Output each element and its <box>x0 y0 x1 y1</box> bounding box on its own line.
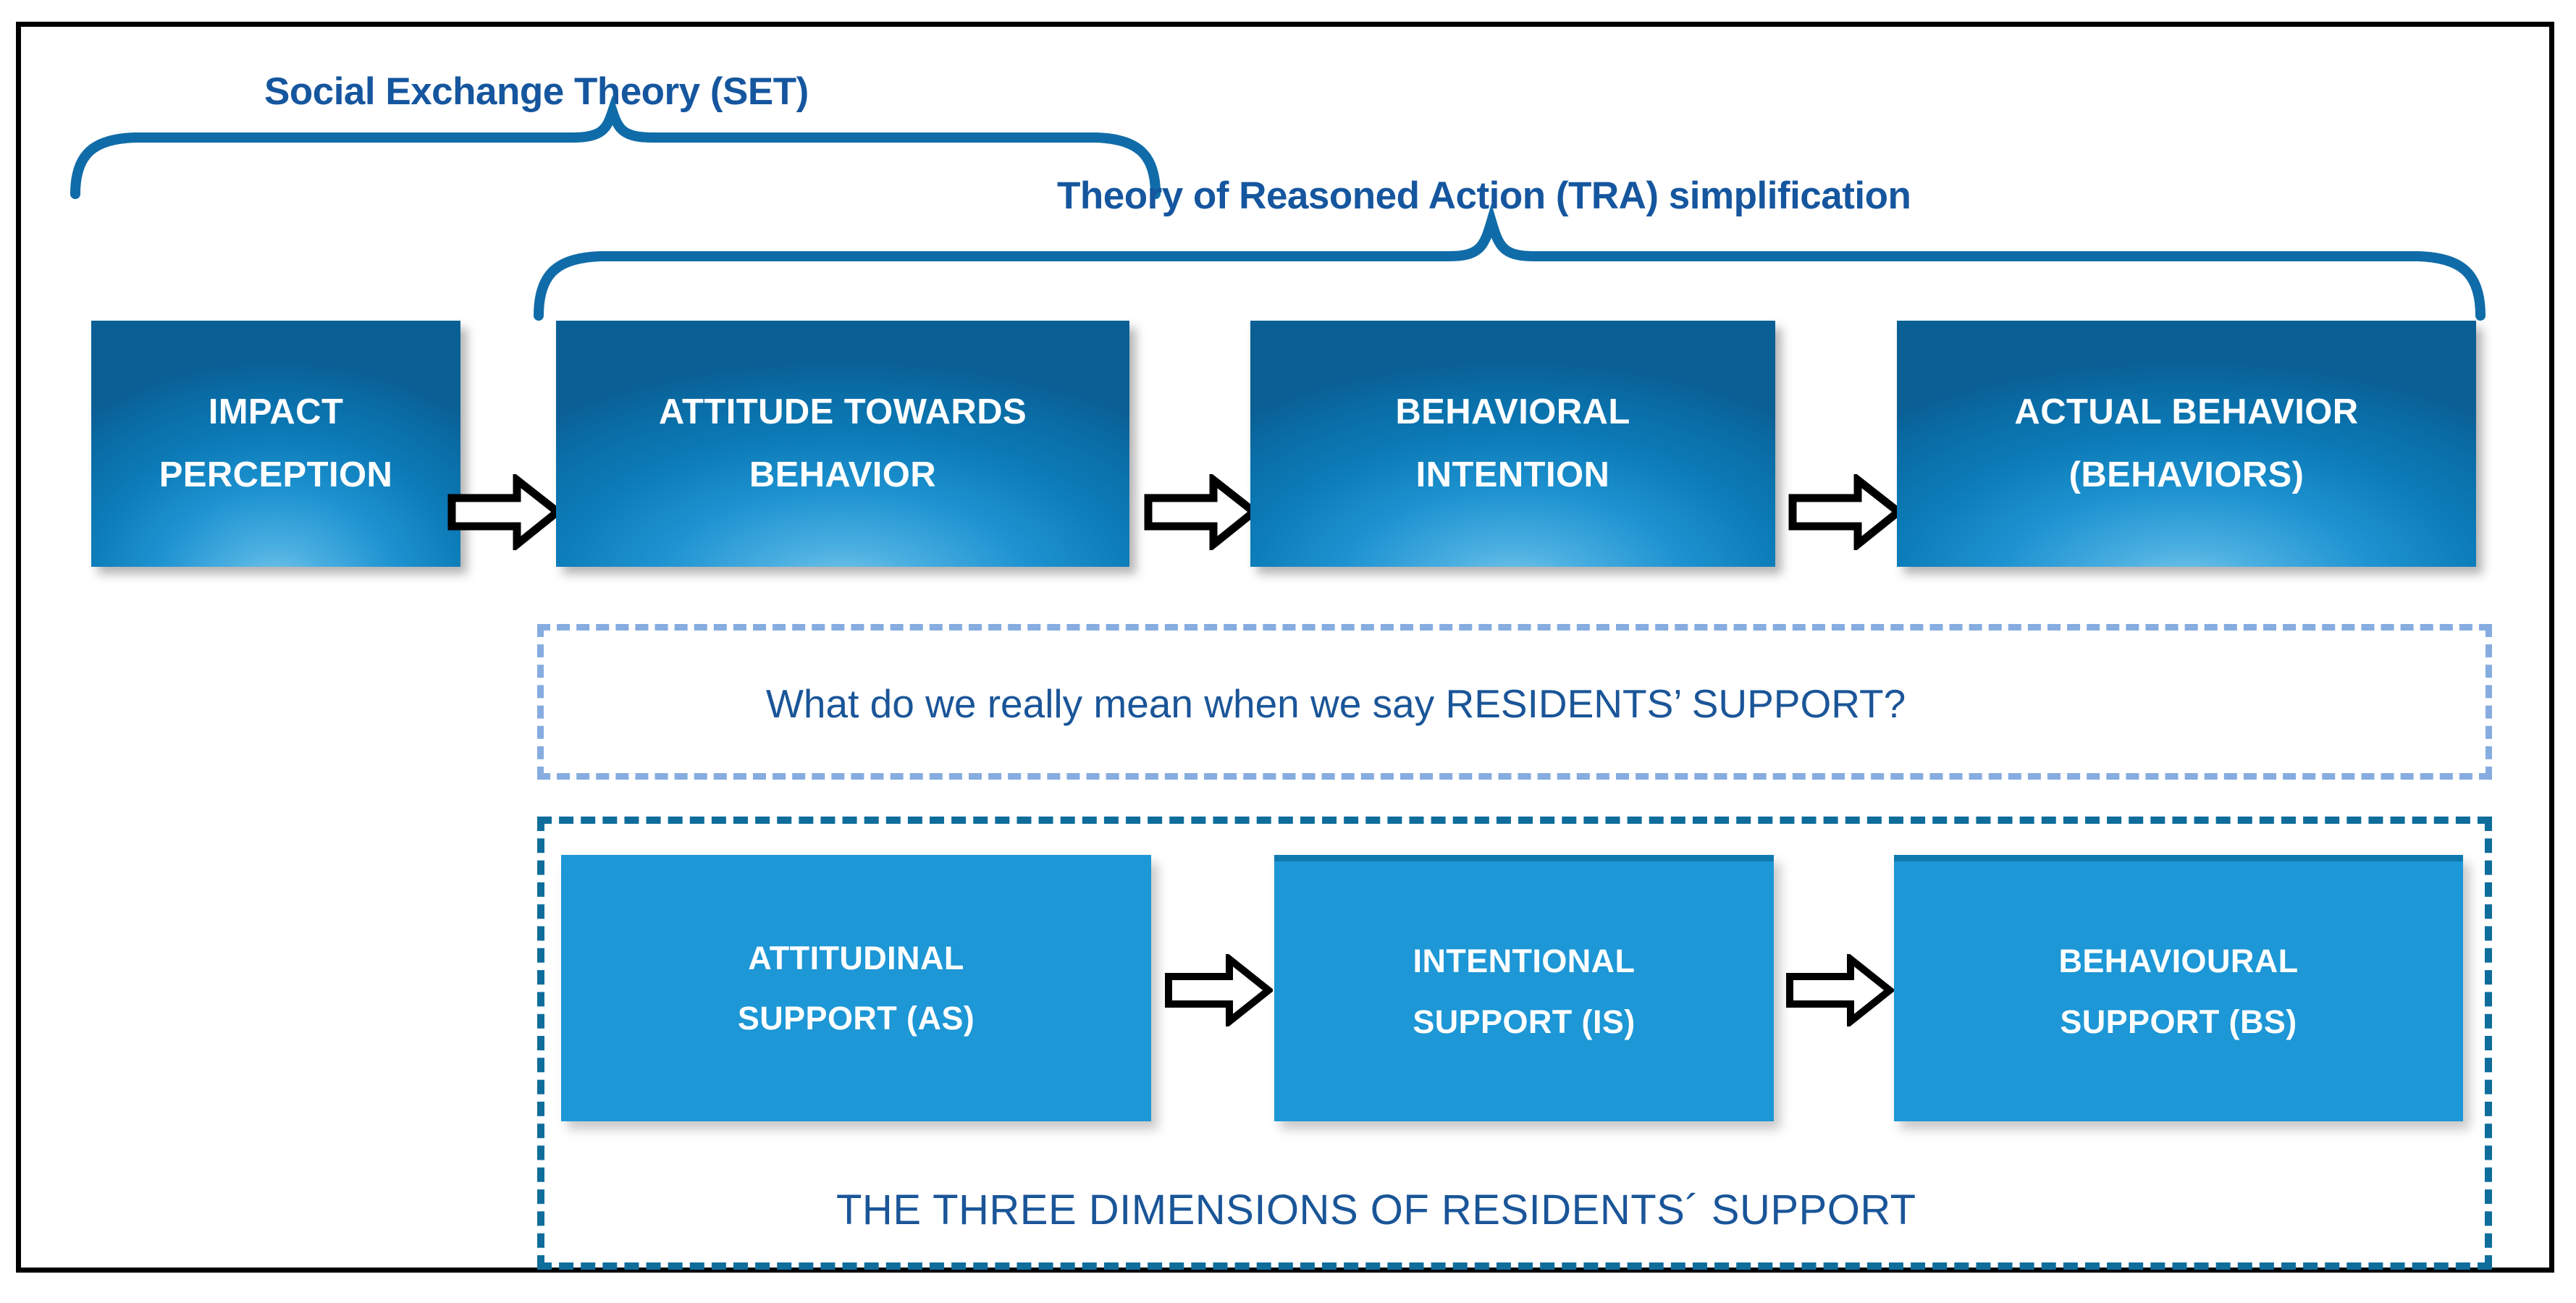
dimensions-panel <box>537 817 2492 1270</box>
dimension-box-behavioural-support[interactable]: BEHAVIOURAL SUPPORT (BS) <box>1894 855 2463 1121</box>
dimension-box-line2: SUPPORT (IS) <box>1413 1003 1636 1040</box>
process-box-line1: IMPACT <box>208 392 344 431</box>
dimension-box-line2: SUPPORT (AS) <box>737 1000 975 1037</box>
process-box-impact-perception[interactable]: IMPACT PERCEPTION <box>91 321 460 567</box>
process-box-line2: (BEHAVIORS) <box>2068 455 2304 494</box>
arrow-right-icon-2 <box>1144 474 1260 550</box>
process-box-line2: INTENTION <box>1415 455 1610 494</box>
arrow-right-icon-1 <box>447 474 563 550</box>
dimension-box-line1: INTENTIONAL <box>1413 943 1636 980</box>
process-box-behavioral-intention[interactable]: BEHAVIORAL INTENTION <box>1250 321 1775 567</box>
brace-label-social-exchange-theory: Social Exchange Theory (SET) <box>264 70 809 113</box>
arrow-right-icon-5 <box>1786 954 1894 1026</box>
process-box-line2: PERCEPTION <box>159 455 393 494</box>
process-box-attitude-towards-behavior[interactable]: ATTITUDE TOWARDS BEHAVIOR <box>556 321 1129 567</box>
dimensions-panel-caption: THE THREE DIMENSIONS OF RESIDENTS´ SUPPO… <box>836 1186 1916 1234</box>
brace-set-icon <box>70 95 1161 199</box>
question-panel-text: What do we really mean when we say RESID… <box>766 681 1906 726</box>
process-box-line2: BEHAVIOR <box>749 455 937 494</box>
arrow-right-icon-3 <box>1788 474 1904 550</box>
dimension-box-line1: BEHAVIOURAL <box>2058 943 2299 980</box>
process-box-line1: ACTUAL BEHAVIOR <box>2014 392 2359 431</box>
outer-frame <box>16 22 2554 1273</box>
dimension-box-attitudinal-support[interactable]: ATTITUDINAL SUPPORT (AS) <box>561 855 1151 1121</box>
process-box-line1: BEHAVIORAL <box>1395 392 1630 431</box>
process-box-actual-behavior[interactable]: ACTUAL BEHAVIOR (BEHAVIORS) <box>1897 321 2476 567</box>
dimension-box-intentional-support[interactable]: INTENTIONAL SUPPORT (IS) <box>1274 855 1774 1121</box>
dimension-box-line1: ATTITUDINAL <box>748 939 964 977</box>
brace-label-theory-of-reasoned-action: Theory of Reasoned Action (TRA) simplifi… <box>1057 174 1911 217</box>
question-panel <box>537 624 2492 780</box>
brace-tra-icon <box>534 203 2485 321</box>
dimension-box-line2: SUPPORT (BS) <box>2060 1003 2297 1040</box>
arrow-right-icon-4 <box>1165 954 1273 1026</box>
process-box-line1: ATTITUDE TOWARDS <box>658 392 1027 431</box>
